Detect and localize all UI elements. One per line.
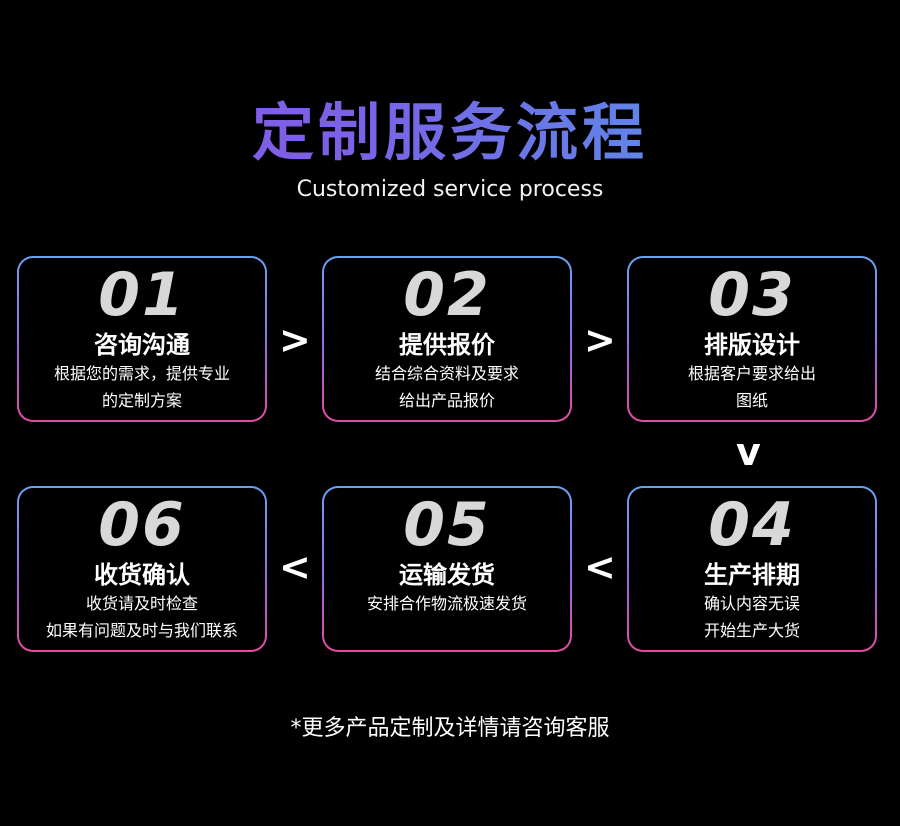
step-description: 根据客户要求给出 图纸	[629, 360, 875, 414]
step-description-line: 结合综合资料及要求	[374, 364, 519, 383]
step-description-line: 安排合作物流极速发货	[366, 594, 527, 613]
step-number: 01	[98, 260, 186, 330]
step-description-line: 图纸	[735, 391, 768, 410]
step-description-line: 的定制方案	[101, 391, 182, 410]
step-number: 06	[98, 490, 186, 560]
step-description-line: 确认内容无误	[703, 594, 800, 613]
step-description-line: 根据客户要求给出	[687, 364, 816, 383]
step-description: 安排合作物流极速发货	[324, 590, 570, 617]
step-description: 结合综合资料及要求 给出产品报价	[324, 360, 570, 414]
step-description-line: 收货请及时检查	[85, 594, 198, 613]
step-card-06: 06 收货确认 收货请及时检查 如果有问题及时与我们联系	[17, 486, 267, 652]
step-number: 02	[403, 260, 491, 330]
step-description-line: 如果有问题及时与我们联系	[45, 621, 238, 640]
step-card-04: 04 生产排期 确认内容无误 开始生产大货	[627, 486, 877, 652]
arrow-right-icon: >	[279, 318, 311, 362]
step-number: 05	[403, 490, 491, 560]
step-heading: 生产排期	[704, 561, 800, 589]
step-heading: 提供报价	[399, 331, 495, 359]
step-description-line: 给出产品报价	[398, 391, 495, 410]
page-title: 定制服务流程	[0, 82, 900, 172]
arrow-left-icon: <	[584, 545, 616, 589]
step-heading: 收货确认	[94, 561, 190, 589]
arrow-right-icon: >	[584, 318, 616, 362]
step-number: 04	[708, 490, 796, 560]
step-card-01: 01 咨询沟通 根据您的需求，提供专业 的定制方案	[17, 256, 267, 422]
step-card-02: 02 提供报价 结合综合资料及要求 给出产品报价	[322, 256, 572, 422]
step-description: 确认内容无误 开始生产大货	[629, 590, 875, 644]
step-heading: 咨询沟通	[94, 331, 190, 359]
step-description: 根据您的需求，提供专业 的定制方案	[19, 360, 265, 414]
step-card-03: 03 排版设计 根据客户要求给出 图纸	[627, 256, 877, 422]
step-heading: 排版设计	[704, 331, 800, 359]
arrow-down-icon: v	[736, 430, 761, 474]
arrow-left-icon: <	[279, 545, 311, 589]
step-description: 收货请及时检查 如果有问题及时与我们联系	[19, 590, 265, 644]
step-number: 03	[708, 260, 796, 330]
step-heading: 运输发货	[399, 561, 495, 589]
step-description-line: 根据您的需求，提供专业	[53, 364, 230, 383]
footer-note: *更多产品定制及详情请咨询客服	[290, 716, 610, 741]
step-card-05: 05 运输发货 安排合作物流极速发货	[322, 486, 572, 652]
step-description-line: 开始生产大货	[703, 621, 800, 640]
page-subtitle: Customized service process	[296, 177, 604, 202]
